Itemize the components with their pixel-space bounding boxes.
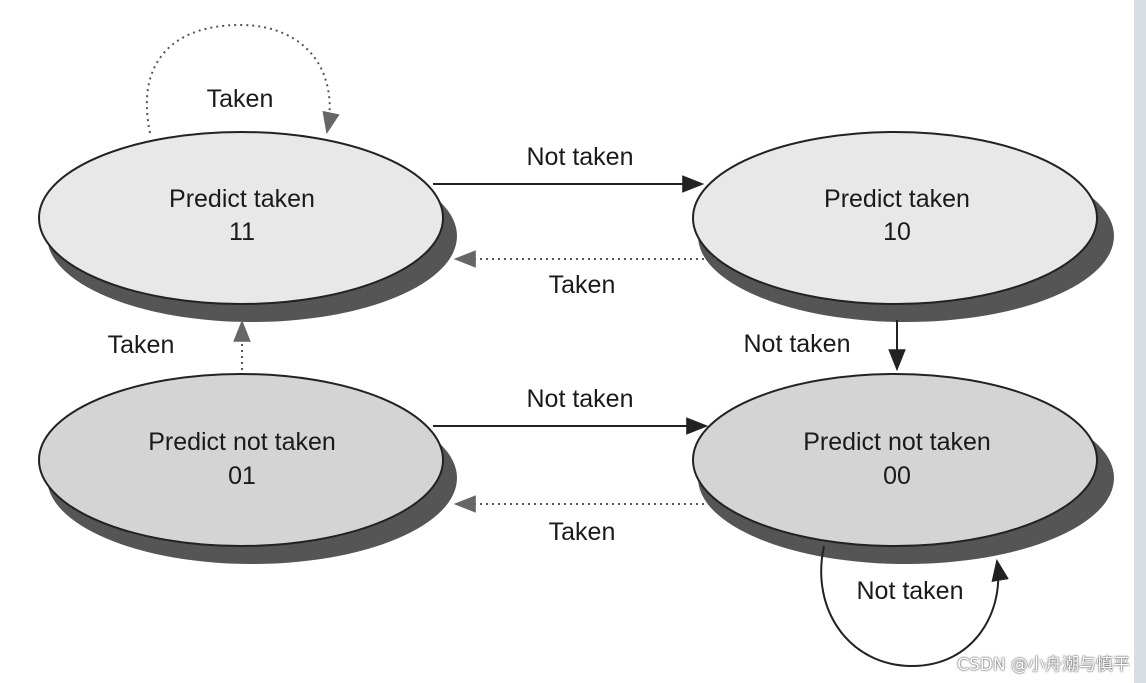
edge-11-self-line	[145, 23, 340, 135]
state-11-ellipse	[38, 131, 444, 305]
edge-01-to-00: Not taken	[433, 385, 709, 435]
state-01-label: Predict not taken	[148, 428, 336, 456]
state-11-label: Predict taken	[169, 185, 315, 213]
state-00: Predict not taken 00	[692, 373, 1114, 564]
edge-01-to-11: Taken	[108, 319, 251, 370]
edge-11-self-taken: Taken	[145, 23, 340, 135]
edge-00-self-line	[820, 545, 1009, 668]
edge-10-to-11: Taken	[453, 250, 716, 299]
edge-10-to-00-label: Not taken	[743, 330, 850, 358]
state-11: Predict taken 11	[38, 131, 457, 322]
state-10-label: Predict taken	[824, 185, 970, 213]
edge-00-self-not-taken: Not taken	[820, 545, 1009, 668]
state-11-code: 11	[229, 218, 255, 246]
state-00-ellipse	[692, 373, 1098, 547]
state-01-ellipse	[38, 373, 444, 547]
window-edge	[1134, 0, 1146, 683]
edge-10-to-11-label: Taken	[549, 271, 616, 299]
edge-11-self-label: Taken	[207, 85, 274, 113]
edge-00-self-label: Not taken	[856, 577, 963, 605]
state-10: Predict taken 10	[692, 131, 1114, 322]
edge-11-to-10-label: Not taken	[526, 143, 633, 171]
state-00-label: Predict not taken	[803, 428, 991, 456]
edge-11-to-10: Not taken	[433, 143, 705, 193]
edge-01-to-11-label: Taken	[108, 331, 175, 359]
state-00-code: 00	[883, 462, 911, 490]
state-01-code: 01	[228, 462, 256, 490]
edge-10-to-00: Not taken	[743, 320, 906, 372]
watermark: CSDN @小舟潮与慎平	[957, 655, 1130, 675]
state-10-ellipse	[692, 131, 1098, 305]
state-10-code: 10	[883, 218, 911, 246]
state-01: Predict not taken 01	[38, 373, 457, 564]
edge-01-to-00-label: Not taken	[526, 385, 633, 413]
edge-00-to-01: Taken	[453, 495, 716, 546]
edge-00-to-01-label: Taken	[549, 518, 616, 546]
